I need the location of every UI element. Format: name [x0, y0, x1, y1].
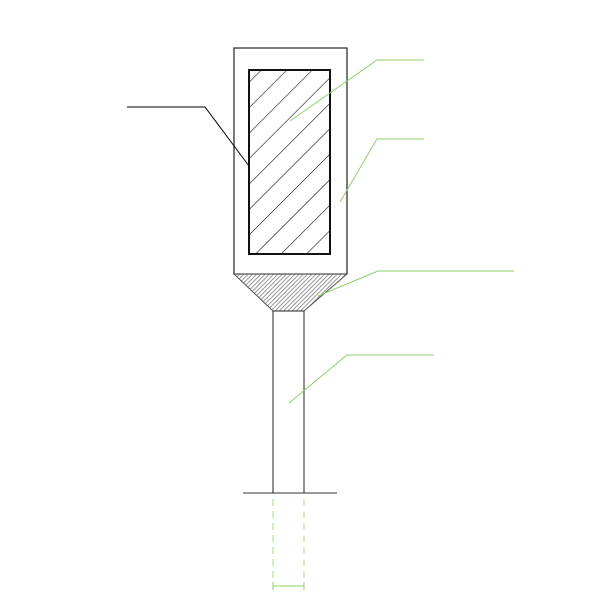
dimension-marker [272, 582, 305, 590]
dashed-extension [272, 499, 305, 585]
leader-core-left [127, 106, 250, 167]
leader-shaft [288, 354, 434, 404]
leader-transition [317, 270, 514, 297]
vertical-shaft [272, 310, 305, 494]
leader-casing [339, 138, 424, 203]
hatched-core [248, 69, 331, 255]
leader-core-right [289, 59, 424, 122]
tapered-transition [232, 273, 349, 312]
